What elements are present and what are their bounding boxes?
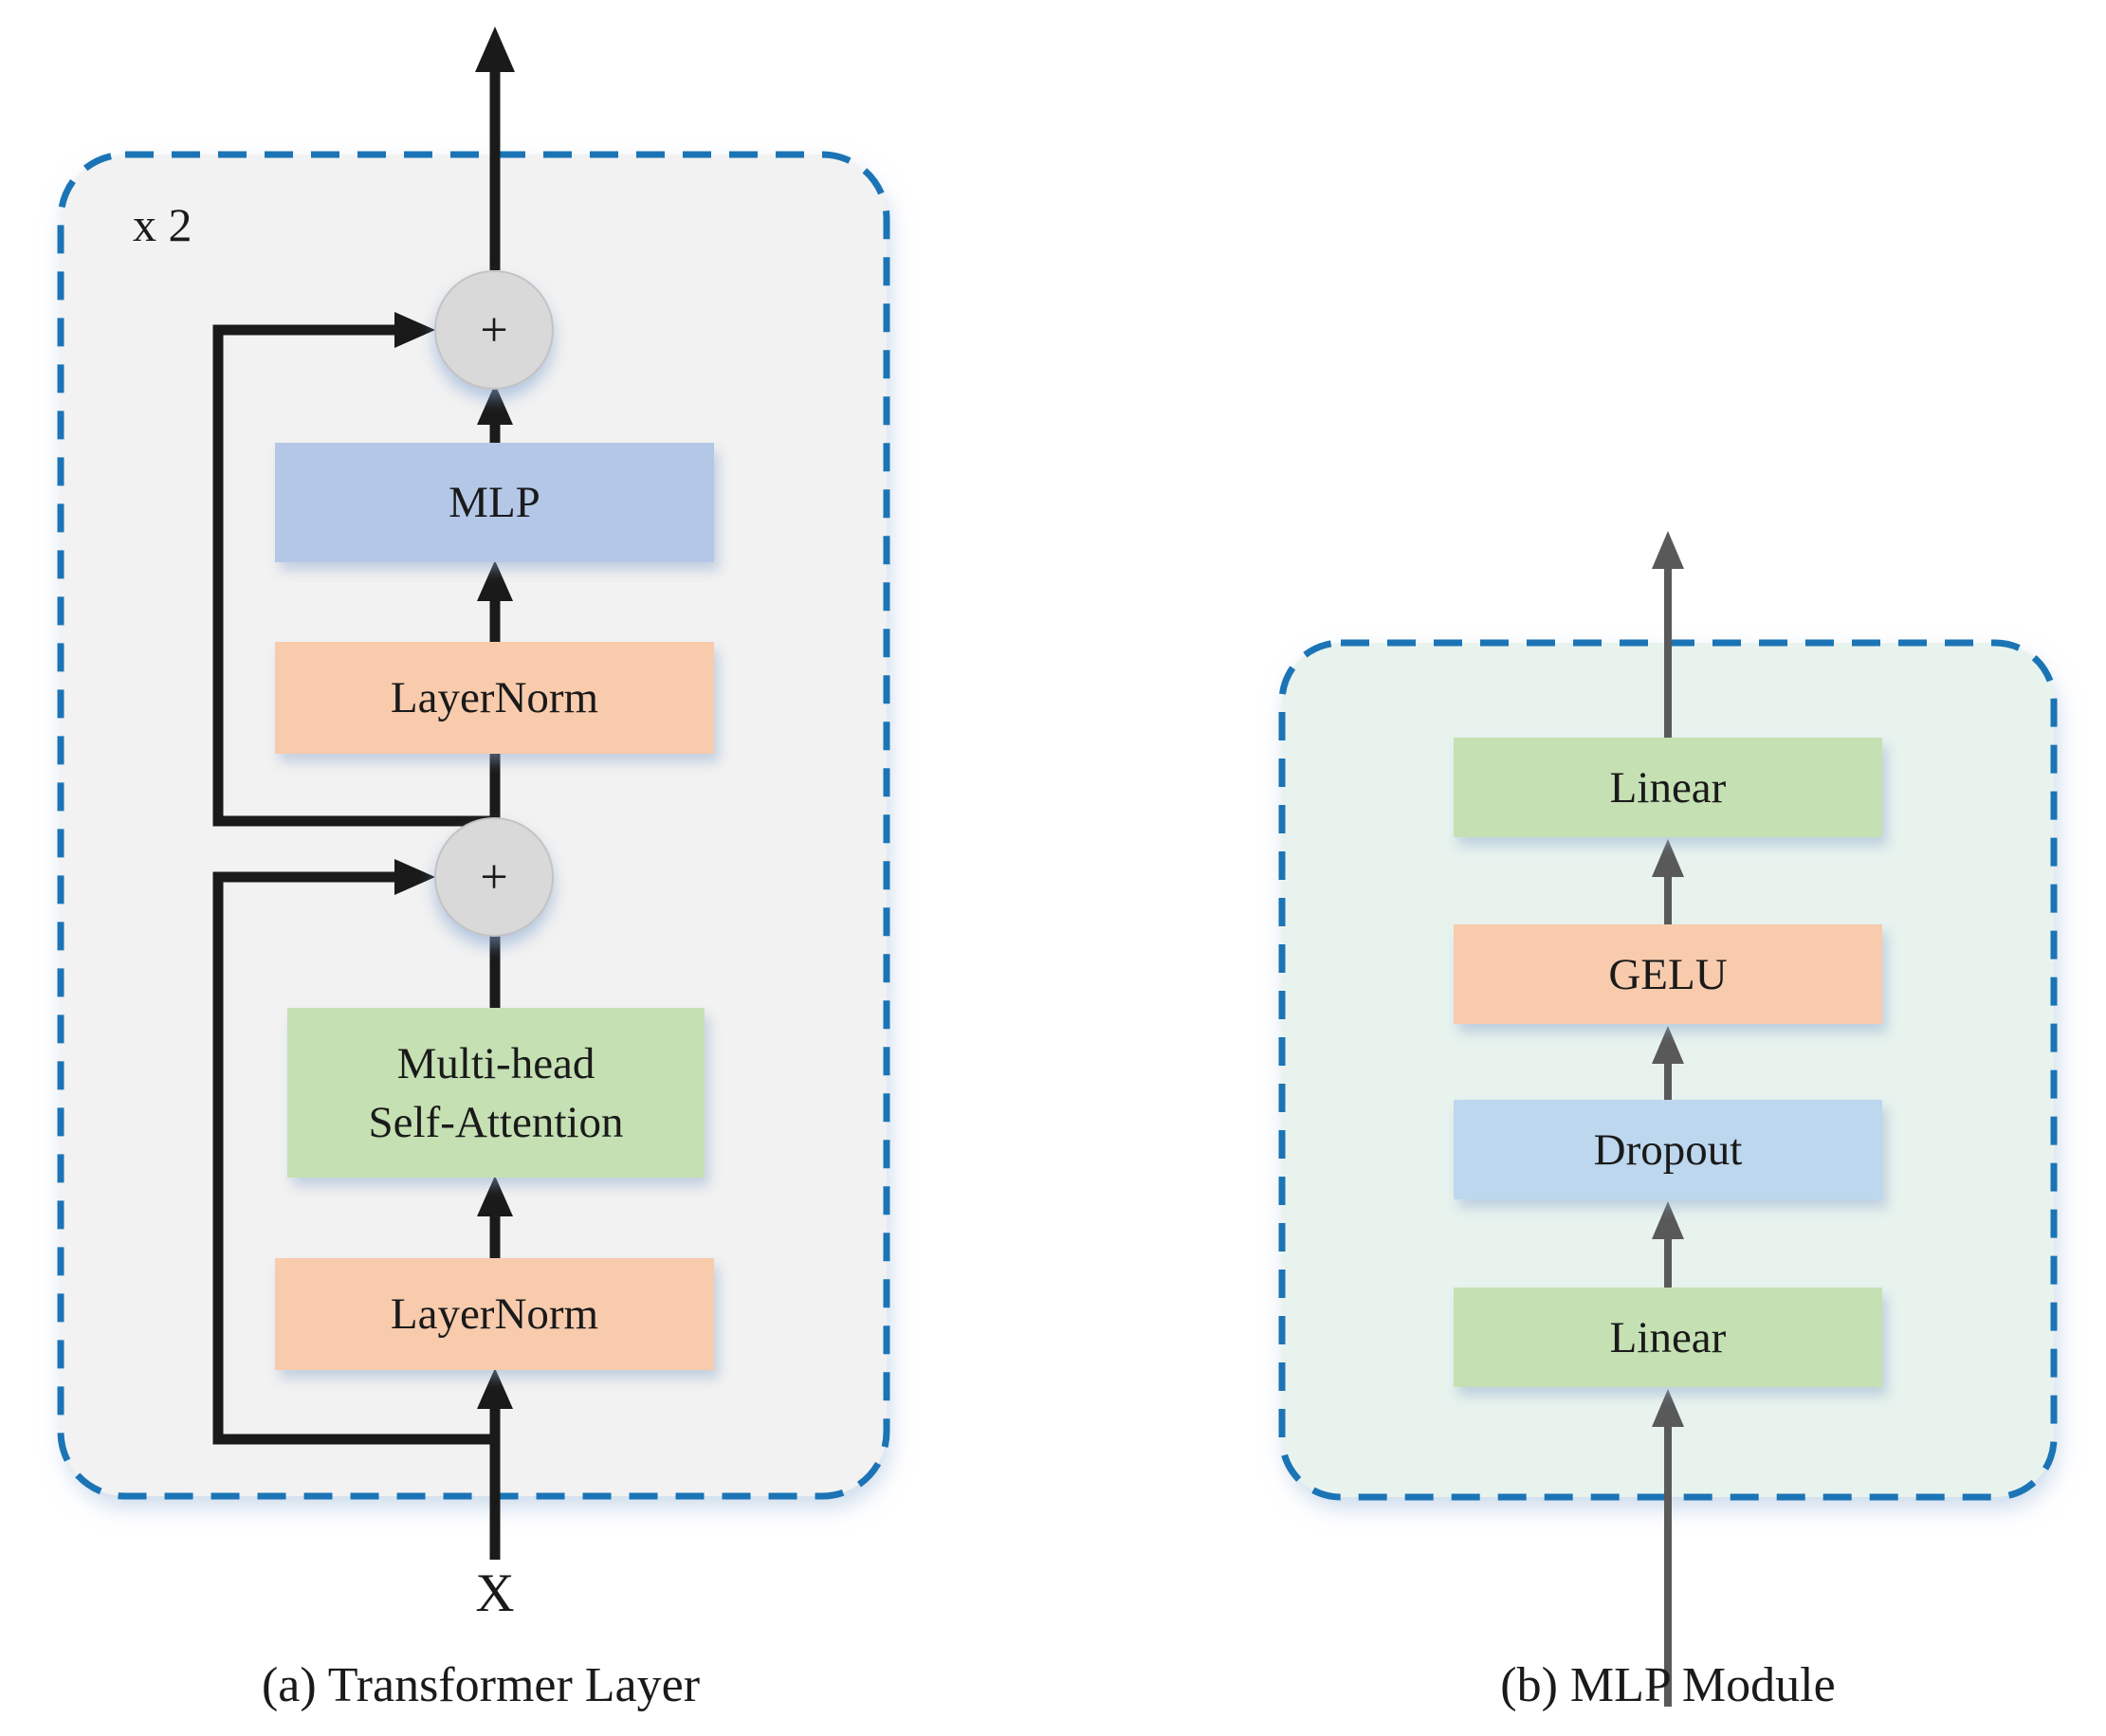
gelu-block: GELU	[1454, 924, 1882, 1024]
multi-head-self-attention-block: Multi-head Self-Attention	[287, 1008, 705, 1178]
layernorm-bottom-label: LayerNorm	[390, 1289, 599, 1339]
linear-bottom-block: Linear	[1454, 1288, 1882, 1387]
msa-label-line1: Multi-head	[396, 1038, 595, 1088]
plus-icon: +	[480, 850, 508, 905]
add-node-bottom: +	[434, 817, 554, 937]
dropout-block: Dropout	[1454, 1100, 1882, 1199]
residual-skip-upper	[212, 324, 495, 827]
gelu-label: GELU	[1608, 949, 1728, 999]
caption-transformer-layer: (a) Transformer Layer	[261, 1658, 701, 1712]
repeat-count-label: x 2	[133, 198, 192, 251]
gelu-to-linear-arrowhead	[1652, 839, 1684, 877]
mlp-block-label: MLP	[449, 478, 540, 527]
layernorm-to-mlp-arrowhead	[477, 560, 513, 601]
input-arrowhead	[477, 1368, 513, 1409]
transformer-connectors	[212, 68, 501, 1560]
output-arrowhead	[475, 27, 515, 72]
linear-top-label: Linear	[1609, 762, 1727, 813]
plus-icon: +	[480, 302, 508, 357]
residual-skip-lower	[212, 871, 495, 1445]
transformer-arrowheads	[394, 27, 515, 1409]
caption-mlp-module: (b) MLP Module	[1500, 1658, 1836, 1712]
linear-to-dropout-arrowhead	[1652, 1201, 1684, 1239]
skip-upper-arrowhead	[394, 312, 435, 348]
layernorm-bottom-block: LayerNorm	[275, 1258, 714, 1370]
dropout-to-gelu-arrowhead	[1652, 1026, 1684, 1064]
msa-label-line2: Self-Attention	[368, 1097, 624, 1147]
layernorm-top-label: LayerNorm	[390, 673, 599, 722]
mlp-block: MLP	[275, 443, 714, 562]
add-node-top: +	[434, 270, 554, 390]
mlp-module-arrowheads	[1652, 531, 1684, 1427]
layernorm-to-msa-arrowhead	[477, 1176, 513, 1216]
skip-lower-arrowhead	[394, 859, 435, 895]
input-x-label: X	[475, 1563, 515, 1623]
linear-bottom-label: Linear	[1609, 1312, 1727, 1362]
mlp-to-add-arrowhead	[477, 384, 513, 425]
linear-top-block: Linear	[1454, 738, 1882, 837]
mlp-input-arrowhead	[1652, 1389, 1684, 1427]
dropout-label: Dropout	[1593, 1124, 1743, 1175]
mlp-output-arrowhead	[1652, 531, 1684, 569]
layernorm-top-block: LayerNorm	[275, 642, 714, 754]
